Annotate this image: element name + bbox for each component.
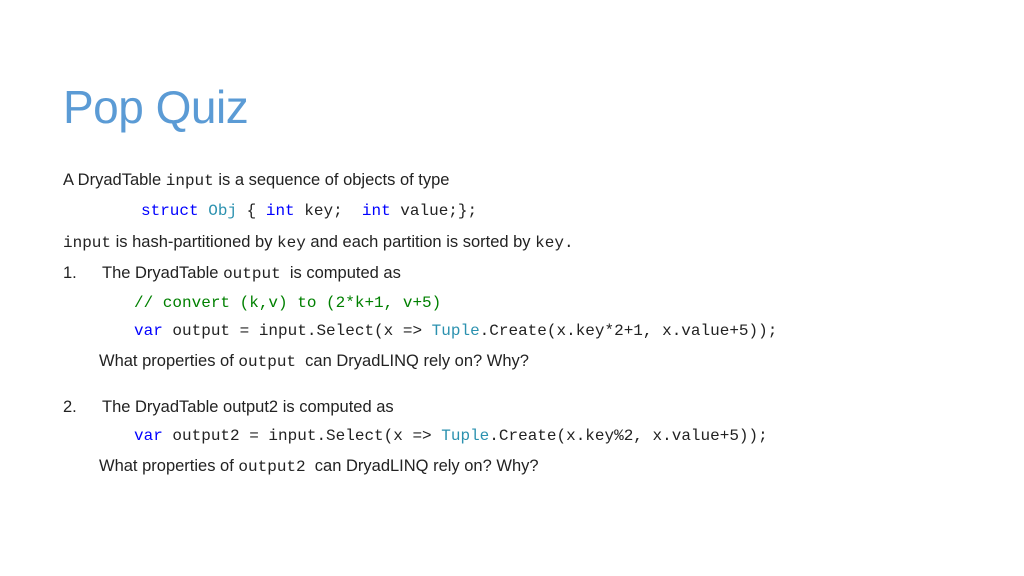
q2-question-text: What properties of bbox=[99, 457, 239, 475]
output-code: output bbox=[223, 265, 281, 283]
partition-line: input is hash-partitioned by key and eac… bbox=[63, 231, 574, 254]
key-code: key. bbox=[535, 234, 574, 252]
var-keyword: var bbox=[134, 322, 163, 340]
q1-question-text: What properties of bbox=[99, 352, 239, 370]
input-code: input bbox=[63, 234, 112, 252]
int-keyword: int bbox=[265, 202, 295, 220]
struct-code-line: struct Obj { int key; int value;}; bbox=[141, 200, 477, 222]
q2-number: 2. bbox=[63, 398, 77, 416]
intro-line: A DryadTable input is a sequence of obje… bbox=[63, 169, 449, 192]
q1-question: What properties of output can DryadLINQ … bbox=[99, 350, 529, 373]
q1-code: output = input.Select(x => bbox=[162, 322, 432, 340]
q1-code-end: .Create(x.key*2+1, x.value+5)); bbox=[479, 322, 778, 340]
q1-question-end: can DryadLINQ rely on? Why? bbox=[296, 352, 529, 370]
q1-number: 1. bbox=[63, 264, 77, 282]
q2-code-line: var output2 = input.Select(x => Tuple.Cr… bbox=[134, 425, 768, 447]
output-code: output bbox=[238, 353, 297, 371]
output2-code: output2 bbox=[238, 458, 306, 476]
key-code: key bbox=[277, 234, 306, 252]
q2-heading: The DryadTable output2 is computed as bbox=[102, 398, 394, 416]
partition-text: is hash-partitioned by bbox=[111, 233, 278, 251]
q1-code-line: var output = input.Select(x => Tuple.Cre… bbox=[134, 320, 777, 342]
q1-text: The DryadTable bbox=[102, 264, 224, 282]
q1-text-end: is computed as bbox=[280, 264, 401, 282]
var-keyword: var bbox=[134, 427, 163, 445]
tuple-type: Tuple bbox=[431, 322, 480, 340]
intro-text: A DryadTable bbox=[63, 171, 166, 189]
q1-heading: The DryadTable output is computed as bbox=[102, 262, 401, 285]
q2-code: output2 = input.Select(x => bbox=[162, 427, 442, 445]
int-keyword: int bbox=[361, 202, 391, 220]
input-code: input bbox=[165, 172, 214, 190]
q2-question: What properties of output2 can DryadLINQ… bbox=[99, 455, 539, 478]
tuple-type: Tuple bbox=[441, 427, 490, 445]
intro-text-end: is a sequence of objects of type bbox=[213, 171, 450, 189]
struct-part: { bbox=[237, 202, 266, 220]
obj-type: Obj bbox=[208, 202, 238, 220]
q2-question-end: can DryadLINQ rely on? Why? bbox=[305, 457, 539, 475]
q1-comment: // convert (k,v) to (2*k+1, v+5) bbox=[134, 294, 442, 312]
partition-text: and each partition is sorted by bbox=[305, 233, 536, 251]
slide-title: Pop Quiz bbox=[63, 81, 249, 133]
struct-part: key; bbox=[294, 202, 362, 220]
struct-part: value;}; bbox=[390, 202, 478, 220]
q2-code-end: .Create(x.key%2, x.value+5)); bbox=[489, 427, 768, 445]
struct-keyword: struct bbox=[141, 202, 199, 220]
